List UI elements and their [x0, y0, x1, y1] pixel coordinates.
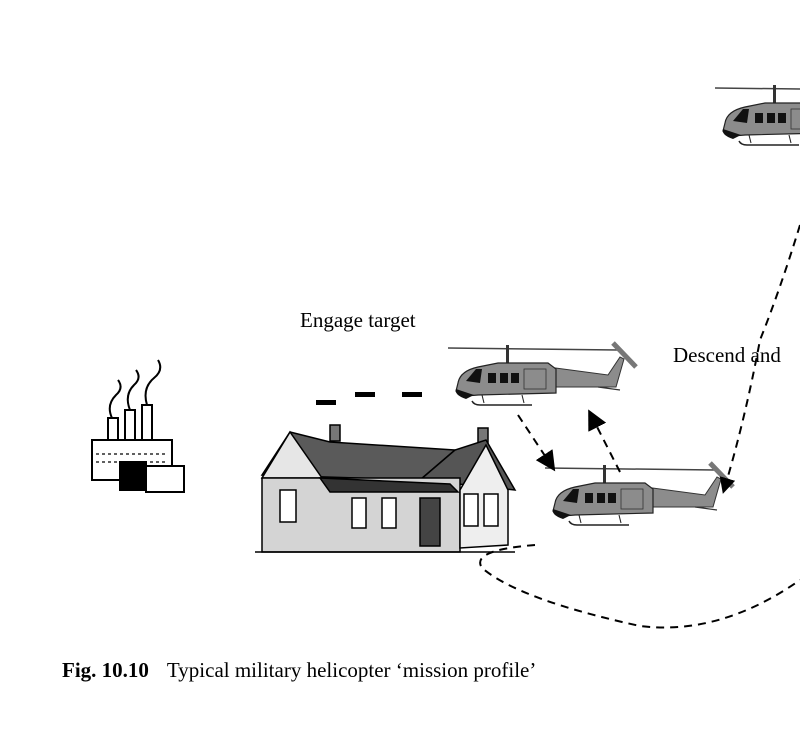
figure-caption: Fig. 10.10 Typical military helicopter ‘m… — [62, 658, 536, 683]
flight-path — [479, 224, 800, 629]
caption-text: Typical military helicopter ‘mission pro… — [166, 658, 537, 682]
helicopter-hover-icon — [545, 463, 733, 525]
helicopter-cruise-icon — [715, 83, 800, 145]
figure-number: Fig. 10.10 — [62, 658, 149, 682]
engage-target-label: Engage target — [300, 308, 416, 332]
descend-label: Descend and — [673, 343, 781, 367]
factory-icon — [91, 359, 185, 493]
house-target — [255, 424, 517, 553]
fire-dashes — [316, 392, 422, 405]
helicopter-engaging-icon — [448, 343, 636, 405]
